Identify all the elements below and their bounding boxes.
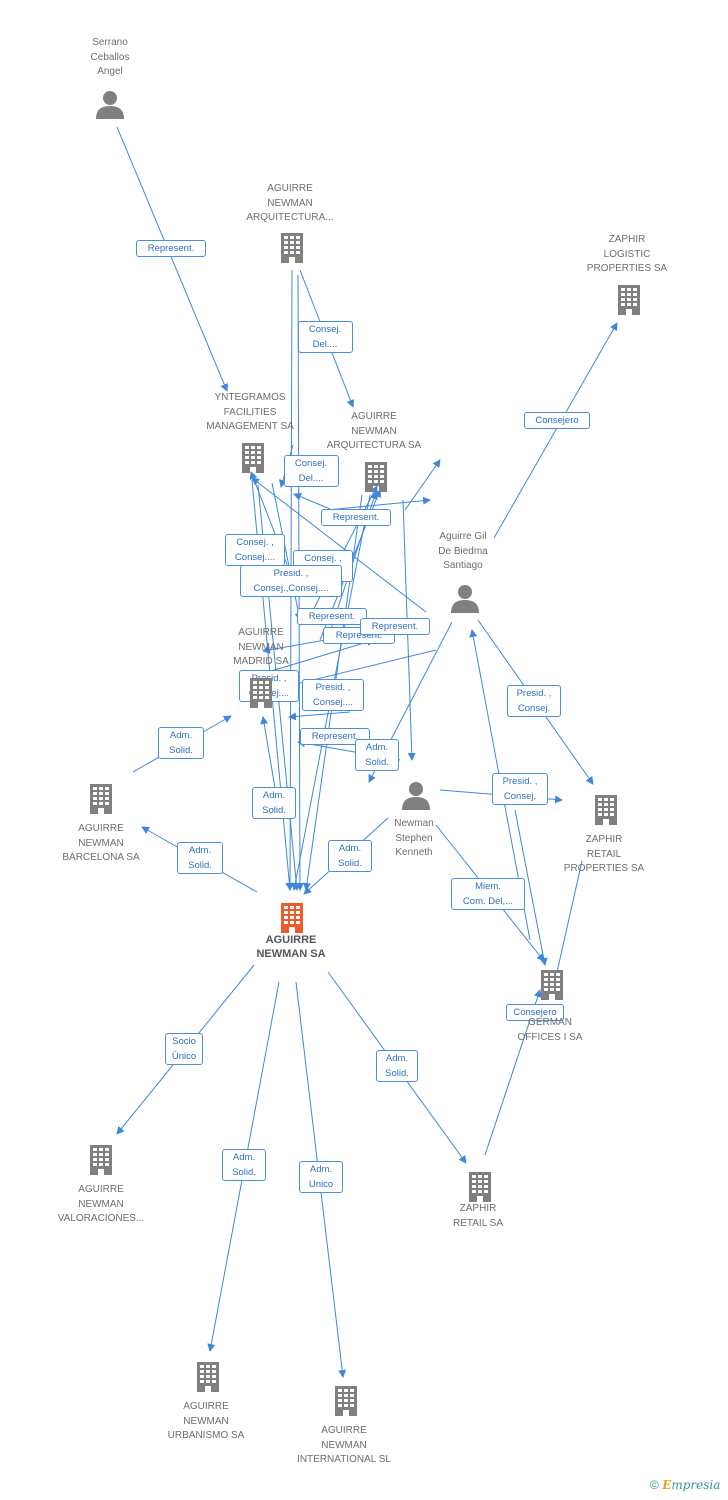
- edge-role-label[interactable]: Adm. Solid.: [222, 1149, 266, 1181]
- edge-role-label[interactable]: Adm. Solid.: [328, 840, 372, 872]
- building-icon[interactable]: [87, 783, 115, 820]
- relationship-edge: [293, 493, 331, 510]
- building-icon[interactable]: [194, 1361, 222, 1398]
- building-icon[interactable]: [247, 677, 275, 714]
- building-icon[interactable]: [615, 284, 643, 321]
- building-icon[interactable]: [362, 461, 390, 498]
- building-icon[interactable]: [538, 969, 566, 1006]
- copyright-symbol: ©: [650, 1478, 659, 1492]
- relationship-edge: [404, 459, 441, 511]
- relationship-edge: [116, 126, 228, 392]
- edge-role-label[interactable]: Consej. Del....: [297, 321, 353, 353]
- company-name-label[interactable]: ZAPHIR RETAIL PROPERTIES SA: [563, 834, 645, 874]
- building-icon[interactable]: [87, 1144, 115, 1181]
- edge-role-label[interactable]: Presid. , Consej....: [302, 679, 364, 711]
- footer-credit: © Empresia: [650, 1478, 720, 1492]
- edge-role-label[interactable]: Adm. Solid.: [158, 727, 204, 759]
- company-name-label[interactable]: ZAPHIR LOGISTIC PROPERTIES SA: [586, 234, 668, 274]
- edge-role-label[interactable]: Represent.: [360, 617, 430, 635]
- person-icon[interactable]: [401, 780, 431, 815]
- edge-role-label[interactable]: Adm. Unico: [299, 1161, 343, 1193]
- edge-role-label[interactable]: Represent.: [297, 607, 367, 625]
- relationship-edge: [550, 860, 583, 991]
- person-icon[interactable]: [450, 583, 480, 618]
- relationship-edge: [288, 711, 351, 721]
- building-icon[interactable]: [592, 794, 620, 831]
- company-name-label[interactable]: AGUIRRE NEWMAN ARQUITECTURA...: [246, 183, 334, 223]
- focus-company-building-icon[interactable]: [278, 902, 306, 939]
- relationship-edge: [260, 716, 276, 789]
- company-name-label[interactable]: AGUIRRE NEWMAN MADRID SA: [233, 627, 289, 667]
- edge-role-label[interactable]: Represent.: [321, 508, 391, 526]
- edge-role-label[interactable]: Consej. , Consej....: [225, 534, 285, 566]
- person-name-label[interactable]: Aguirre Gil De Biedma Santiago: [438, 531, 488, 571]
- company-name-label[interactable]: AGUIRRE NEWMAN VALORACIONES...: [57, 1184, 145, 1224]
- edge-role-label[interactable]: Consejero: [506, 1003, 564, 1021]
- edge-role-label[interactable]: Consej. Del....: [283, 455, 339, 487]
- edge-role-label[interactable]: Presid. , Consej.: [507, 685, 561, 717]
- relationship-edge: [326, 496, 431, 511]
- company-name-label[interactable]: AGUIRRE NEWMAN SA: [256, 934, 326, 960]
- company-name-label[interactable]: AGUIRRE NEWMAN BARCELONA SA: [62, 823, 140, 863]
- company-name-label[interactable]: ZAPHIR RETAIL SA: [452, 1203, 503, 1229]
- edge-role-label[interactable]: Represent.: [300, 727, 370, 745]
- edge-role-label[interactable]: Adm. Solid.: [177, 842, 223, 874]
- edge-role-label[interactable]: Presid. , Consej.,Consej....: [240, 565, 342, 597]
- edge-role-label[interactable]: Adm. Solid.: [376, 1050, 418, 1082]
- building-icon[interactable]: [278, 232, 306, 269]
- building-icon[interactable]: [239, 442, 267, 479]
- edge-role-label[interactable]: Presid. , Consej.: [492, 773, 548, 805]
- relationship-edge: [493, 322, 618, 539]
- company-name-label[interactable]: AGUIRRE NEWMAN ARQUITECTURA SA: [326, 411, 422, 451]
- building-icon[interactable]: [332, 1385, 360, 1422]
- company-name-label[interactable]: YNTEGRAMOS FACILITIES MANAGEMENT SA: [206, 392, 294, 432]
- edge-role-label[interactable]: Socio Único: [165, 1033, 203, 1065]
- relationship-edge: [514, 809, 548, 966]
- edge-role-label[interactable]: Miem. Com. Del,...: [451, 878, 525, 910]
- relationship-edge: [251, 477, 427, 613]
- edge-role-label[interactable]: Represent.: [136, 239, 206, 257]
- relationship-edge: [267, 638, 375, 673]
- relationship-edge: [271, 482, 303, 621]
- company-name-label[interactable]: AGUIRRE NEWMAN INTERNATIONAL SL: [297, 1425, 391, 1465]
- edge-role-label[interactable]: Consejero: [524, 411, 590, 429]
- building-icon[interactable]: [466, 1171, 494, 1208]
- person-name-label[interactable]: Serrano Ceballos Angel: [90, 37, 130, 77]
- person-icon[interactable]: [95, 89, 125, 124]
- edge-role-label[interactable]: Adm. Solid.: [252, 787, 296, 819]
- company-name-label[interactable]: GERMAN OFFICES I SA: [517, 1017, 583, 1043]
- company-name-label[interactable]: AGUIRRE NEWMAN URBANISMO SA: [167, 1401, 245, 1441]
- edge-role-label[interactable]: Adm. Solid.: [355, 739, 399, 771]
- person-name-label[interactable]: Newman Stephen Kenneth: [394, 818, 434, 858]
- empresia-logo[interactable]: Empresia: [662, 1478, 721, 1492]
